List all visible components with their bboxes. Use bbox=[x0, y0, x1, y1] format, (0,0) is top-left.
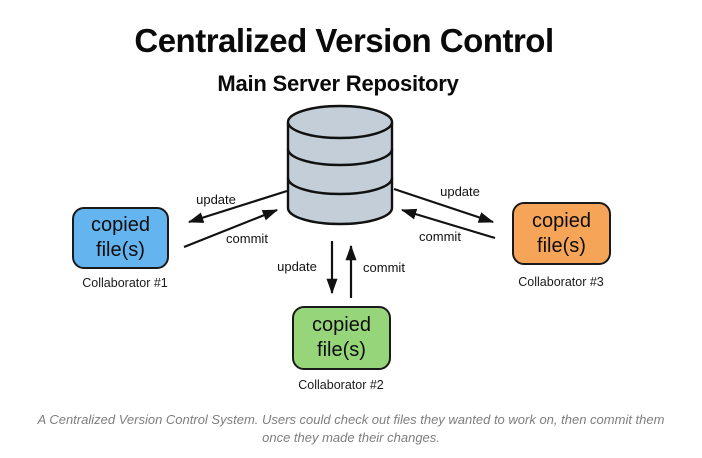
database-cylinder-icon bbox=[286, 104, 394, 226]
page-title: Centralized Version Control bbox=[134, 22, 554, 59]
cylinder-top bbox=[286, 104, 394, 140]
right-update-label: update bbox=[440, 184, 480, 199]
left-commit-arrow bbox=[183, 208, 279, 249]
copied-files-box-1 bbox=[72, 207, 169, 269]
left-update-arrow bbox=[187, 189, 288, 224]
cylinder-body bbox=[286, 122, 394, 226]
server-repository-heading: Main Server Repository bbox=[217, 71, 459, 96]
bottom-update-label: update bbox=[277, 259, 317, 274]
collaborator-3-label: Collaborator #3 bbox=[518, 275, 604, 289]
right-update-arrow bbox=[393, 187, 495, 224]
footer-caption: A Centralized Version Control System. Us… bbox=[37, 412, 665, 446]
flow-arrows bbox=[183, 187, 496, 298]
cylinder-separator-2 bbox=[286, 177, 394, 196]
cylinder-separator-1 bbox=[286, 148, 394, 167]
bottom-commit-label: commit bbox=[363, 260, 405, 275]
right-commit-label: commit bbox=[419, 229, 461, 244]
copied-files-box-2 bbox=[292, 306, 391, 370]
right-commit-arrow bbox=[400, 208, 496, 240]
copied-files-box-3 bbox=[512, 202, 611, 265]
collaborator-boxes bbox=[72, 202, 611, 370]
collaborator-1-label: Collaborator #1 bbox=[82, 276, 168, 290]
left-commit-label: commit bbox=[226, 231, 268, 246]
left-update-label: update bbox=[196, 192, 236, 207]
collaborator-2-label: Collaborator #2 bbox=[298, 378, 384, 392]
